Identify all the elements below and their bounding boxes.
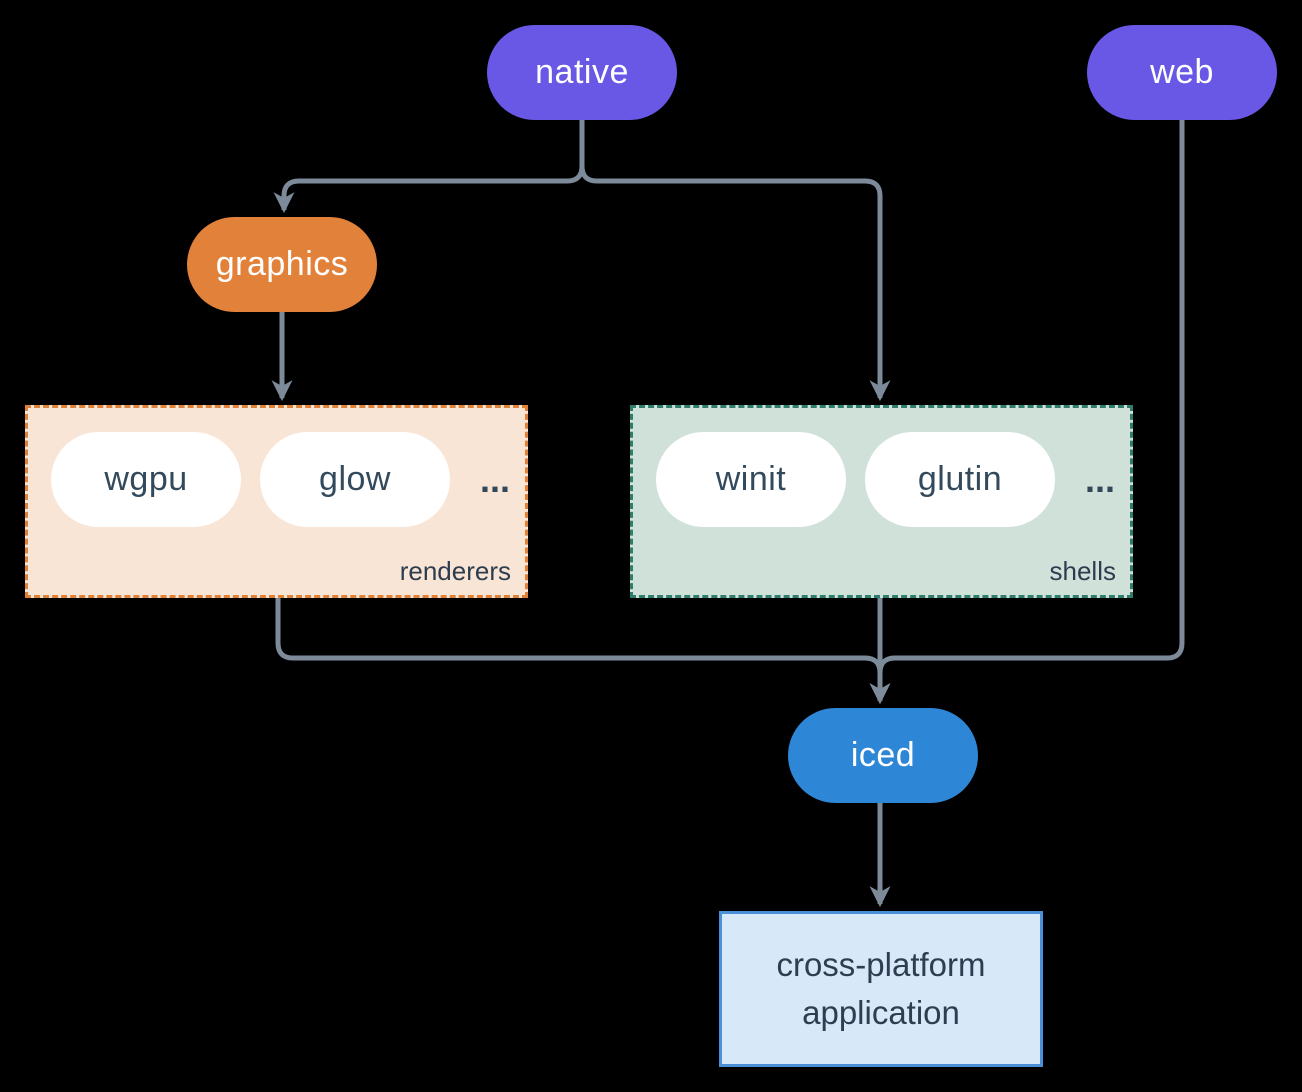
node-glutin-label: glutin <box>917 460 1003 498</box>
connector-native-graphics <box>273 118 585 214</box>
shells-ellipsis: ... <box>1084 458 1115 500</box>
node-wgpu: wgpu <box>51 432 241 527</box>
renderers-ellipsis: ... <box>479 458 510 500</box>
node-web-label: web <box>1150 53 1214 91</box>
node-iced: iced <box>788 708 978 803</box>
node-winit: winit <box>656 432 846 527</box>
node-application: cross-platform application <box>719 911 1043 1067</box>
node-winit-label: winit <box>715 460 787 498</box>
node-web: web <box>1087 25 1277 120</box>
node-glutin: glutin <box>865 432 1055 527</box>
node-graphics: graphics <box>187 217 377 312</box>
group-shells: winit glutin ... shells <box>630 405 1133 598</box>
node-glow: glow <box>260 432 450 527</box>
connector-renderers-iced <box>275 598 891 705</box>
node-glow-label: glow <box>319 460 391 498</box>
node-graphics-label: graphics <box>215 245 349 283</box>
group-shells-label: shells <box>1049 556 1116 586</box>
group-renderers-label: renderers <box>399 556 511 586</box>
node-native-label: native <box>535 53 629 91</box>
node-native: native <box>487 25 677 120</box>
node-application-label: cross-platform application <box>776 946 986 1031</box>
connector-native-shells <box>579 118 891 402</box>
group-renderers: wgpu glow ... renderers <box>25 405 528 598</box>
node-wgpu-label: wgpu <box>104 460 188 498</box>
node-iced-label: iced <box>850 736 916 774</box>
